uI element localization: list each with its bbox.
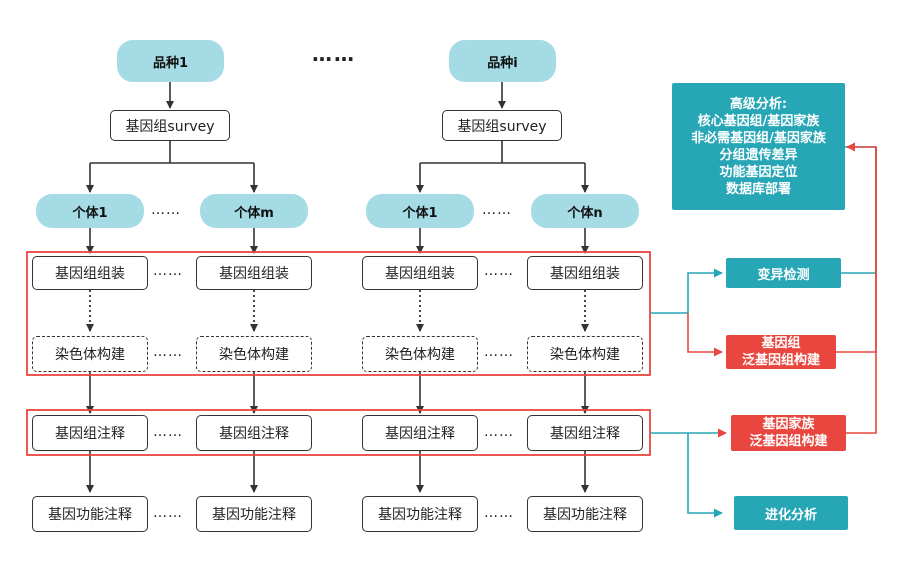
annotation-node-1: 基因组注释 <box>32 415 148 451</box>
chromosome-ellipsis-1: …… <box>153 344 183 360</box>
advanced-title: 高级分析: <box>729 96 788 112</box>
pan-genome-node: 基因组 泛基因组构建 <box>726 335 836 369</box>
function-node-4: 基因功能注释 <box>527 496 643 532</box>
assembly-node-3: 基因组组装 <box>362 256 478 290</box>
annotation-output-arrows <box>650 428 727 518</box>
chromosome-node-3: 染色体构建 <box>362 336 478 372</box>
advanced-item-3: 分组遗传差异 <box>719 147 798 163</box>
pan-genome-line2: 泛基因组构建 <box>741 353 820 368</box>
individual-1b-node: 个体1 <box>366 194 474 228</box>
species-i-node: 品种i <box>449 40 556 82</box>
individual-m-node: 个体m <box>200 194 308 228</box>
assembly-ellipsis-2: …… <box>484 263 514 279</box>
assembly-ellipsis-1: …… <box>153 263 183 279</box>
annotation-node-3: 基因组注释 <box>362 415 478 451</box>
individual-ellipsis-1: …… <box>151 202 181 218</box>
individual-1a-node: 个体1 <box>36 194 144 228</box>
function-node-1: 基因功能注释 <box>32 496 148 532</box>
chromosome-node-4: 染色体构建 <box>527 336 643 372</box>
species-ellipsis: …… <box>312 42 356 66</box>
annotation-ellipsis-1: …… <box>153 424 183 440</box>
annotation-to-function-arrows <box>86 451 589 493</box>
species-1-node: 品种1 <box>117 40 224 82</box>
pan-gene-family-line2: 泛基因组构建 <box>749 434 828 449</box>
assembly-node-4: 基因组组装 <box>527 256 643 290</box>
chromosome-to-annotation-arrows <box>86 372 589 414</box>
advanced-item-1: 核心基因组/基因家族 <box>697 113 820 129</box>
assembly-to-chromosome-dotted-arrows <box>86 290 589 332</box>
chromosome-ellipsis-2: …… <box>484 344 514 360</box>
individual-n-node: 个体n <box>531 194 639 228</box>
function-ellipsis-1: …… <box>153 505 183 521</box>
survey-node-1: 基因组survey <box>110 110 230 141</box>
individual-ellipsis-2: …… <box>482 202 512 218</box>
chromosome-node-1: 染色体构建 <box>32 336 148 372</box>
annotation-ellipsis-2: …… <box>484 424 514 440</box>
assembly-node-2: 基因组组装 <box>196 256 312 290</box>
chromosome-node-2: 染色体构建 <box>196 336 312 372</box>
pan-gene-family-line1: 基因家族 <box>762 417 815 432</box>
advanced-analysis-node: 高级分析: 核心基因组/基因家族 非必需基因组/基因家族 分组遗传差异 功能基因… <box>672 83 845 210</box>
assembly-node-1: 基因组组装 <box>32 256 148 290</box>
survey-branch-arrows <box>86 141 589 193</box>
individual-to-assembly-arrows <box>86 228 589 254</box>
function-ellipsis-2: …… <box>484 505 514 521</box>
annotation-node-4: 基因组注释 <box>527 415 643 451</box>
function-node-3: 基因功能注释 <box>362 496 478 532</box>
function-node-2: 基因功能注释 <box>196 496 312 532</box>
evolution-analysis-node: 进化分析 <box>734 496 848 530</box>
advanced-item-4: 功能基因定位 <box>719 164 798 180</box>
pan-gene-family-node: 基因家族 泛基因组构建 <box>731 415 846 451</box>
assembly-output-arrows <box>650 268 723 357</box>
advanced-feedback-arrows <box>836 142 877 434</box>
annotation-node-2: 基因组注释 <box>196 415 312 451</box>
species-to-survey-arrows <box>166 82 506 109</box>
pan-genome-line1: 基因组 <box>761 336 801 351</box>
advanced-item-5: 数据库部署 <box>725 181 791 197</box>
survey-node-i: 基因组survey <box>442 110 562 141</box>
advanced-item-2: 非必需基因组/基因家族 <box>691 130 826 146</box>
variant-detection-node: 变异检测 <box>726 258 841 288</box>
